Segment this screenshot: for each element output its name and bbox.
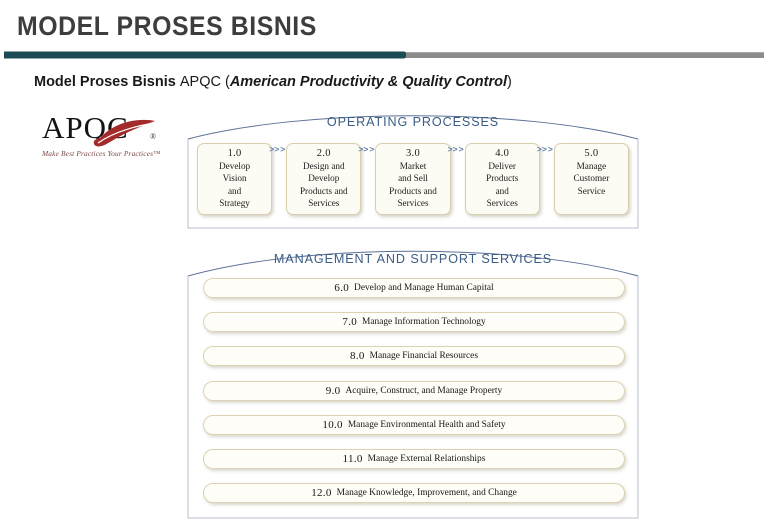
subtitle-lead: Model Proses Bisnis [34,74,180,90]
process-arrow-3-4: > > > [447,143,465,215]
apqc-wordmark: APQC [42,110,129,145]
management-row-6[interactable]: 6.0 Develop and Manage Human Capital [203,278,625,298]
subtitle: Model Proses Bisnis APQC (American Produ… [34,74,512,90]
management-row-8[interactable]: 8.0 Manage Financial Resources [203,346,625,367]
management-number: 11.0 [342,452,363,465]
registered-mark: ® [150,132,157,141]
process-arrow-1-2: > > > [269,143,286,215]
management-row-12[interactable]: 12.0 Manage Knowledge, Improvement, and … [203,483,625,504]
management-label: Manage Financial Resources [369,351,478,362]
apqc-tagline: Make Best Practices Your Practices™ [42,149,161,158]
management-row-9[interactable]: 9.0 Acquire, Construct, and Manage Prope… [203,380,625,401]
management-support-rows: 6.0 Develop and Manage Human Capital 7.0… [203,278,625,517]
chevron-right-icon: > [369,144,375,154]
apqc-logo: APQC ® Make Best Practices Your Practice… [38,110,178,168]
chevron-right-icon: > [363,144,369,154]
management-number: 12.0 [311,487,332,500]
chevron-right-icon: > [547,144,553,154]
process-number: 1.0 [227,148,242,159]
management-number: 7.0 [342,316,358,329]
title-divider [4,51,764,59]
chevron-right-icon: > [452,144,458,154]
process-number: 5.0 [584,148,599,159]
management-label: Manage Information Technology [362,317,486,328]
process-number: 4.0 [495,148,510,159]
management-number: 9.0 [325,384,341,397]
process-arrow-2-3: > > > [358,143,375,215]
management-number: 8.0 [350,350,365,363]
process-number: 2.0 [316,148,331,159]
management-support-section: MANAGEMENT AND SUPPORT SERVICES 6.0 Deve… [186,240,640,520]
subtitle-expansion: American Productivity & Quality Control [229,74,507,90]
chevron-right-icon: > [280,144,286,154]
chevron-right-icon: > [458,144,464,154]
management-row-10[interactable]: 10.0 Manage Environmental Health and Saf… [203,414,625,435]
management-label: Acquire, Construct, and Manage Property [345,385,503,396]
chevron-right-icon: > [541,144,547,154]
page-title: MODEL PROSES BISNIS [17,11,317,41]
management-row-11[interactable]: 11.0 Manage External Relationships [203,448,625,469]
chevron-right-icon: > [358,144,364,154]
management-row-7[interactable]: 7.0 Manage Information Technology [203,312,625,333]
management-label: Develop and Manage Human Capital [354,283,494,293]
management-label: Manage Knowledge, Improvement, and Chang… [336,488,517,499]
management-label: Manage External Relationships [367,453,486,464]
subtitle-acronym: APQC ( [179,74,230,90]
chevron-right-icon: > [274,144,280,154]
management-support-header: MANAGEMENT AND SUPPORT SERVICES [273,252,553,266]
operating-processes-header: OPERATING PROCESSES [326,115,500,129]
subtitle-close: ) [506,74,512,90]
process-number: 3.0 [405,148,421,159]
chevron-right-icon: > [447,144,453,154]
process-arrow-4-5: > > > [536,143,554,215]
chevron-right-icon: > [269,144,275,154]
management-label: Manage Environmental Health and Safety [347,419,506,430]
chevron-right-icon: > [536,144,542,154]
management-number: 6.0 [334,282,350,294]
management-number: 10.0 [322,418,343,431]
